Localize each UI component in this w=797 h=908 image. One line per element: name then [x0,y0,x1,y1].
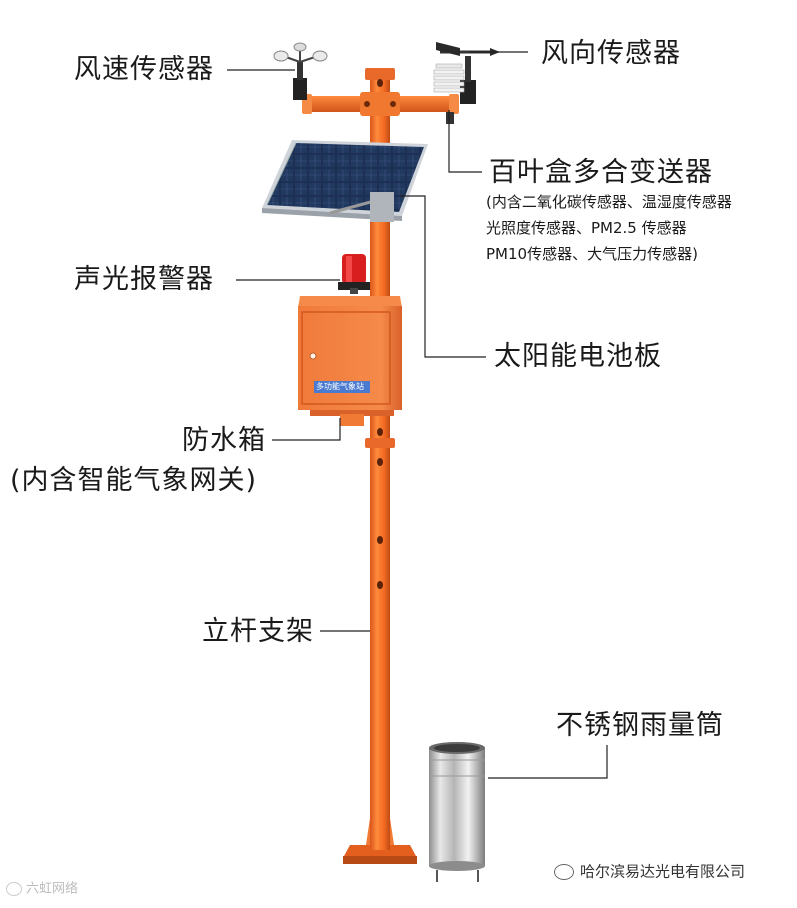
solar-panel [262,140,428,222]
label-wind-speed: 风速传感器 [74,54,214,85]
anemometer [273,42,328,100]
wechat-icon [554,864,574,880]
label-solar-panel: 太阳能电池板 [494,341,662,372]
leader-louver-box [448,110,482,173]
label-alarm: 声光报警器 [74,264,214,295]
leader-waterproof-box [272,418,341,441]
leader-rain-gauge [488,745,608,779]
label-wind-direction: 风向传感器 [541,38,681,69]
watermark-bottom-left: 六虹网络 [6,882,78,896]
logo-icon [6,882,22,896]
pole-holes [377,79,383,589]
rain-gauge [429,742,485,882]
waterproof-box [298,296,402,426]
label-louver-box: 百叶盒多合变送器 [489,157,713,188]
leader-lines [227,51,608,779]
cross-arm [302,92,459,116]
leader-solar-panel [400,195,486,358]
label-louver-box-detail-2: 光照度传感器、PM2.5 传感器 [486,219,687,237]
label-pole: 立杆支架 [202,616,314,647]
label-waterproof-box: 防水箱 [182,425,266,456]
alarm-beacon [338,254,370,294]
watermark-company: 哈尔滨易达光电有限公司 [554,864,745,880]
label-rain-gauge: 不锈钢雨量筒 [556,710,724,741]
label-louver-box-detail-3: PM10传感器、大气压力传感器) [486,245,698,263]
label-waterproof-box-detail: (内含智能气象网关) [10,465,258,496]
louver-box [433,63,465,124]
box-nameplate: 多功能气象站 [316,382,364,391]
label-louver-box-detail-1: (内含二氧化碳传感器、温湿度传感器 [486,193,732,211]
